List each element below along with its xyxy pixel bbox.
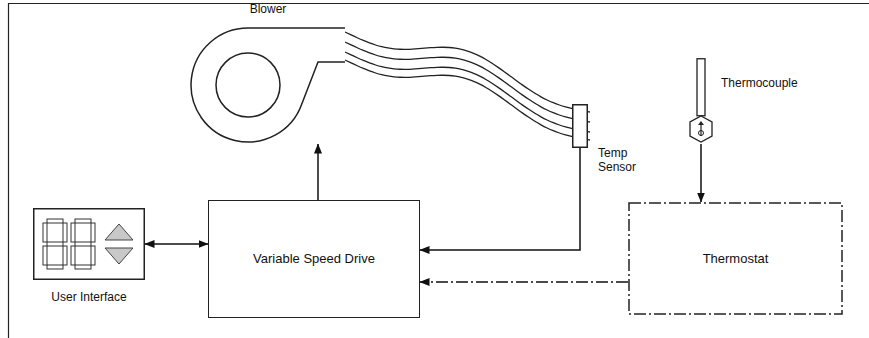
display-segment: [47, 242, 63, 246]
frame-line: [8, 3, 869, 4]
display-segment: [91, 223, 95, 242]
duct-lines: [345, 32, 590, 140]
blower-housing-outline: [188, 26, 348, 144]
display-segment: [47, 265, 63, 269]
probe-junction: [699, 131, 704, 136]
display-segment: [43, 223, 47, 242]
display-segment: [91, 246, 95, 265]
display-segment: [75, 265, 91, 269]
thermocouple-outline: [689, 58, 713, 144]
duct-line: [345, 32, 590, 112]
connector-arrow: [145, 243, 208, 245]
thermostat-box: Thermostat: [628, 202, 843, 315]
temp-sensor: Temp Sensor: [572, 104, 588, 148]
connector-arrow: [317, 144, 319, 200]
display-segment: [43, 246, 47, 265]
display-segment: [71, 223, 75, 242]
duct-line: [345, 42, 590, 122]
thermocouple: Thermocouple: [689, 58, 713, 144]
probe-arrow-head: [698, 121, 704, 125]
thermostat-outline: [629, 203, 842, 314]
part-label: Thermocouple: [721, 76, 798, 90]
temp-sensor-outline: [572, 104, 588, 148]
duct-line: [345, 60, 590, 140]
connector-arrow: [420, 281, 628, 283]
user-interface: User Interface: [33, 208, 145, 280]
display-segment: [75, 219, 91, 223]
display-segment: [71, 246, 75, 265]
duct-line: [345, 52, 590, 132]
connector-arrow: [420, 148, 580, 250]
probe-tube: [697, 59, 705, 116]
blower-housing: Blower: [188, 26, 348, 144]
display-segment: [63, 223, 67, 242]
part-label: Temp Sensor: [598, 146, 648, 174]
display-segment: [63, 246, 67, 265]
down-button: [105, 248, 133, 264]
up-button: [105, 224, 133, 240]
display-segment: [75, 242, 91, 246]
frame-line: [8, 4, 9, 338]
panel-outline: [34, 209, 145, 280]
box-label: Variable Speed Drive: [245, 252, 383, 266]
blower-wheel: [216, 53, 280, 117]
sensor-body: [573, 105, 588, 148]
user-interface-outline: [33, 208, 145, 280]
drive-box: Variable Speed Drive: [208, 200, 420, 318]
box-label: Thermostat: [695, 252, 777, 266]
blower-scroll: [191, 28, 345, 142]
part-label: Blower: [228, 2, 308, 16]
probe-head: [690, 116, 712, 142]
display-segment: [47, 219, 63, 223]
connector-arrow: [700, 144, 702, 202]
part-label: User Interface: [13, 290, 165, 304]
